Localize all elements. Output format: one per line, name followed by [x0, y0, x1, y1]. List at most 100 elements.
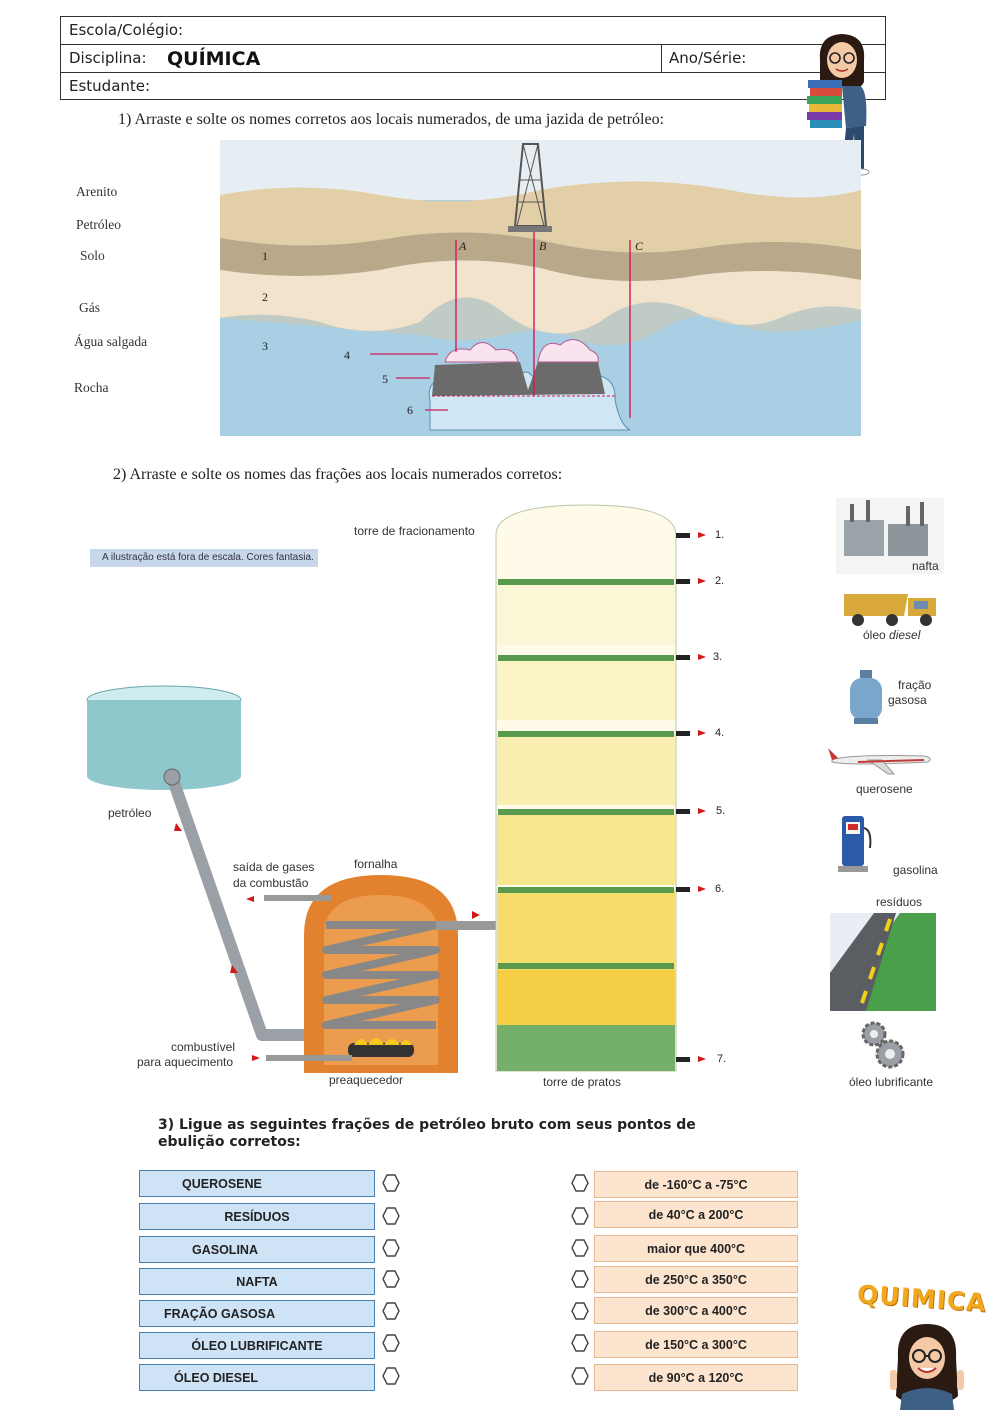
- label-plates: torre de pratos: [543, 1075, 622, 1089]
- left-option-label: GASOLINA: [192, 1242, 258, 1257]
- right-option-1[interactable]: de -160°C a -75°C: [594, 1171, 798, 1198]
- left-option-residuos[interactable]: RESÍDUOS: [139, 1203, 375, 1230]
- left-option-oleo-lubrificante[interactable]: ÓLEO LUBRIFICANTE: [139, 1332, 375, 1359]
- header-divider: [661, 45, 662, 72]
- right-option-label: de 300°C a 400°C: [645, 1303, 747, 1318]
- right-connector-5[interactable]: [571, 1302, 589, 1320]
- student-label: Estudante:: [69, 77, 151, 95]
- fraction-oleo-label: óleo: [863, 628, 890, 642]
- word-agua-salgada[interactable]: Água salgada: [74, 334, 148, 349]
- outlet-1: 1.: [715, 529, 725, 541]
- left-connector-7[interactable]: [382, 1367, 400, 1385]
- left-option-oleo-diesel[interactable]: ÓLEO DIESEL: [139, 1364, 375, 1391]
- header-student-row: Estudante:: [60, 72, 886, 100]
- diesel-truck-icon[interactable]: [842, 588, 942, 628]
- right-option-3[interactable]: maior que 400°C: [594, 1235, 798, 1262]
- word-petroleo[interactable]: Petróleo: [76, 217, 121, 232]
- fraction-residuos[interactable]: resíduos: [876, 895, 923, 909]
- right-option-label: de 250°C a 350°C: [645, 1272, 747, 1287]
- q1-title: 1) Arraste e solte os nomes corretos aos…: [118, 111, 665, 128]
- layer-number-1: 1: [262, 249, 268, 263]
- airplane-icon[interactable]: [828, 740, 936, 780]
- left-option-label: NAFTA: [236, 1274, 278, 1289]
- left-connector-6[interactable]: [382, 1334, 400, 1352]
- fraction-nafta[interactable]: nafta: [912, 559, 939, 573]
- outlet-5: 5.: [716, 805, 726, 817]
- nafta-factory-icon[interactable]: [836, 498, 944, 574]
- teacher-avatar-image: [890, 1324, 964, 1410]
- left-option-label: RESÍDUOS: [224, 1209, 290, 1224]
- left-option-label: FRAÇÃO GASOSA: [164, 1306, 276, 1321]
- school-label: Escola/Colégio:: [69, 21, 184, 39]
- word-gas[interactable]: Gás: [79, 300, 100, 315]
- well-letter-b: B: [539, 239, 547, 253]
- left-connector-2[interactable]: [382, 1207, 400, 1225]
- scale-note: A ilustração está fora de escala. Cores …: [102, 552, 314, 563]
- fraction-gasolina[interactable]: gasolina: [893, 863, 938, 877]
- right-connector-1[interactable]: [571, 1174, 589, 1192]
- left-option-fracao-gasosa[interactable]: FRAÇÃO GASOSA: [139, 1300, 375, 1327]
- fraction-lubrificante[interactable]: óleo lubrificante: [849, 1075, 934, 1089]
- subject-label: Disciplina:: [69, 49, 147, 67]
- well-letter-c: C: [635, 239, 644, 253]
- gears-icon[interactable]: [856, 1016, 908, 1072]
- right-option-5[interactable]: de 300°C a 400°C: [594, 1297, 798, 1324]
- label-exhaust-2: da combustão: [233, 876, 309, 890]
- layer-number-5: 5: [382, 372, 388, 386]
- right-connector-3[interactable]: [571, 1239, 589, 1257]
- right-option-label: de -160°C a -75°C: [644, 1177, 748, 1192]
- distillation-diagram: [86, 504, 706, 1073]
- road-asphalt-icon[interactable]: [830, 913, 936, 1011]
- outlet-7: 7.: [717, 1053, 727, 1065]
- fraction-gasosa-2[interactable]: gasosa: [888, 693, 927, 707]
- label-exhaust-1: saída de gases: [233, 860, 315, 874]
- outlet-3: 3.: [713, 651, 723, 663]
- right-option-label: de 40°C a 200°C: [648, 1207, 744, 1222]
- left-option-label: QUEROSENE: [182, 1176, 262, 1191]
- left-connector-3[interactable]: [382, 1239, 400, 1257]
- fraction-querosene[interactable]: querosene: [856, 782, 913, 796]
- left-connector-4[interactable]: [382, 1270, 400, 1288]
- right-option-4[interactable]: de 250°C a 350°C: [594, 1266, 798, 1293]
- fraction-diesel[interactable]: óleo diesel: [863, 628, 920, 642]
- well-letter-a: A: [459, 239, 467, 253]
- layer-number-4: 4: [344, 348, 350, 362]
- outlet-6: 6.: [715, 883, 725, 895]
- word-arenito[interactable]: Arenito: [76, 184, 118, 199]
- header-school-row: Escola/Colégio:: [60, 16, 886, 44]
- gas-pump-icon[interactable]: [838, 814, 874, 874]
- q2-title: 2) Arraste e solte os nomes das frações …: [113, 466, 563, 483]
- left-option-label: ÓLEO DIESEL: [174, 1370, 259, 1385]
- right-connector-2[interactable]: [571, 1207, 589, 1225]
- label-furnace: fornalha: [354, 857, 398, 871]
- word-solo[interactable]: Solo: [80, 248, 105, 263]
- left-connector-5[interactable]: [382, 1302, 400, 1320]
- left-option-nafta[interactable]: NAFTA: [139, 1268, 375, 1295]
- outlet-4: 4.: [715, 727, 725, 739]
- year-label: Ano/Série:: [669, 49, 747, 67]
- fraction-diesel-label: diesel: [889, 628, 921, 642]
- header-subject-row: Disciplina: QUÍMICA Ano/Série:: [60, 44, 886, 72]
- label-oil: petróleo: [108, 806, 152, 820]
- subject-value: QUÍMICA: [167, 48, 261, 70]
- word-rocha[interactable]: Rocha: [74, 380, 109, 395]
- left-option-gasolina[interactable]: GASOLINA: [139, 1236, 375, 1263]
- right-option-6[interactable]: de 150°C a 300°C: [594, 1331, 798, 1358]
- quimica-logo: QUIMICA: [856, 1279, 988, 1318]
- outlet-2: 2.: [715, 575, 725, 587]
- left-option-querosene[interactable]: QUEROSENE: [139, 1170, 375, 1197]
- right-option-2[interactable]: de 40°C a 200°C: [594, 1201, 798, 1228]
- left-connector-1[interactable]: [382, 1174, 400, 1192]
- label-fuel-1: combustível: [171, 1040, 236, 1054]
- fraction-gasosa-1[interactable]: fração: [898, 678, 932, 692]
- label-fuel-2: para aquecimento: [137, 1055, 234, 1069]
- label-preheater: preaquecedor: [329, 1073, 404, 1087]
- right-option-label: maior que 400°C: [646, 1241, 746, 1256]
- right-connector-6[interactable]: [571, 1334, 589, 1352]
- q3-title-2: ebulição corretos:: [158, 1134, 301, 1150]
- left-option-label: ÓLEO LUBRIFICANTE: [191, 1338, 323, 1353]
- gas-cylinder-icon[interactable]: [846, 670, 886, 724]
- right-option-7[interactable]: de 90°C a 120°C: [594, 1364, 798, 1391]
- right-connector-7[interactable]: [571, 1367, 589, 1385]
- right-connector-4[interactable]: [571, 1270, 589, 1288]
